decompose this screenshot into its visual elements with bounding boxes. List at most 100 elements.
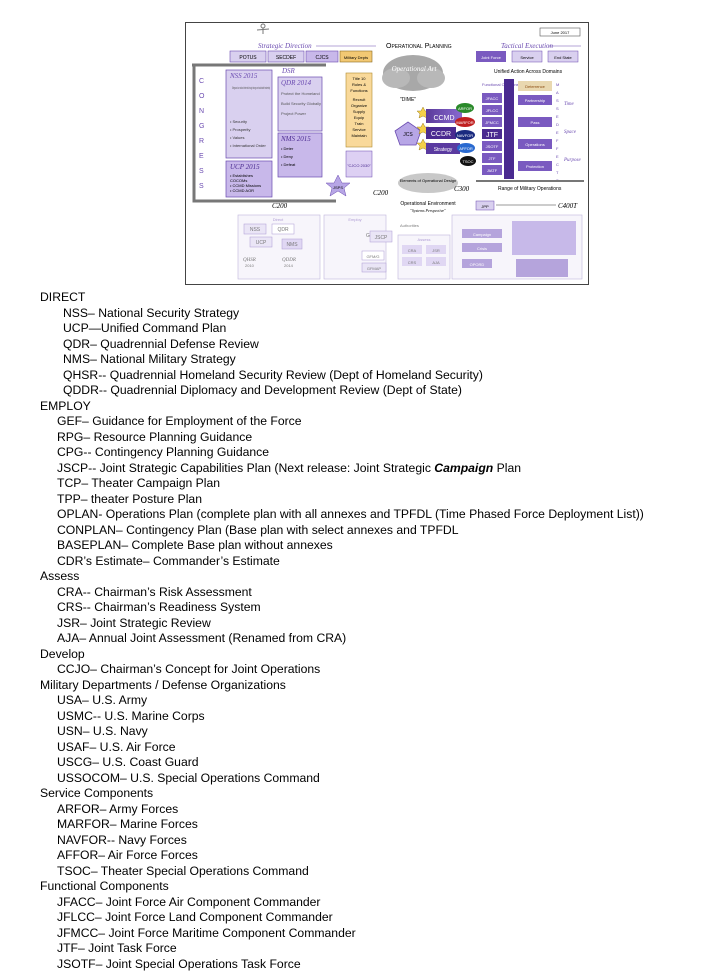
- glossary-entry: CRA-- Chairman’s Risk Assessment: [57, 584, 252, 599]
- qdr-line: Build Security Globally: [281, 101, 321, 106]
- op-environment-label: Operational Environment: [400, 201, 456, 207]
- tactical-box-joint-force: Joint Force: [481, 55, 502, 60]
- massed-effects-column: M A S S E D E F F E C T S: [556, 82, 559, 183]
- svg-text:QDDR: QDDR: [282, 258, 296, 263]
- ccdr-banner: [426, 127, 456, 139]
- svg-text:CRS: CRS: [408, 260, 417, 265]
- svg-text:Pass: Pass: [531, 120, 540, 125]
- glossary-entry: CDR’s Estimate– Commander’s Estimate: [57, 553, 280, 568]
- nss-desc: Safeguard our national interests through…: [232, 85, 270, 90]
- svg-text:JSOTF: JSOTF: [486, 144, 499, 149]
- svg-text:JSCP: JSCP: [375, 235, 388, 241]
- congress-column: C O N G R E S S: [199, 78, 205, 190]
- glossary-entry: USAF– U.S. Air Force: [57, 739, 176, 754]
- secdef-box: SECDEF: [276, 55, 296, 61]
- jsps-star-icon: JSPS: [325, 174, 351, 197]
- glossary-entry: QDR– Quadrennial Defense Review: [63, 336, 259, 351]
- glossary-entry: TPP– theater Posture Plan: [57, 491, 202, 506]
- svg-text:Campaign: Campaign: [473, 232, 491, 237]
- qdr-line: Protect the Homeland: [281, 91, 320, 96]
- navfor-badge: NAVFOR: [457, 133, 473, 138]
- cjco-label: "CJCO 2030": [347, 163, 371, 168]
- svg-text:M: M: [556, 82, 559, 87]
- strategic-direction-label: Strategic Direction: [258, 42, 312, 50]
- date-box: [539, 27, 581, 37]
- glossary-entry: NAVFOR-- Navy Forces: [57, 832, 187, 847]
- glossary-entry: BASEPLAN– Complete Base plan without ann…: [57, 538, 333, 552]
- glossary-entry: USCG– U.S. Coast Guard: [57, 755, 199, 769]
- glossary-entry: QDDR-- Quadrennial Diplomacy and Develop…: [63, 383, 462, 397]
- svg-text:Operations: Operations: [525, 142, 545, 147]
- top-leadership-boxes: POTUS SECDEF CJCS Military Depts: [229, 50, 373, 63]
- glossary-section-header: Develop: [40, 646, 85, 661]
- jsps-label: JSPS: [333, 185, 343, 190]
- svg-text:JSR: JSR: [432, 248, 440, 253]
- svg-text:NMS: NMS: [286, 242, 298, 248]
- nms-line: • Defeat: [281, 162, 296, 167]
- glossary-entry: ARFOR– Army Forces: [57, 801, 179, 816]
- glossary-section-header: DIRECT: [40, 290, 86, 304]
- glossary-entry-tail: Plan: [493, 460, 521, 475]
- tactical-box-end-state: End State: [554, 55, 572, 60]
- glossary-entry: JSR– Joint Strategic Review: [57, 615, 211, 630]
- svg-text:CRA: CRA: [408, 248, 417, 253]
- elements-op-design-cloud: [398, 173, 458, 193]
- svg-text:QDR: QDR: [277, 227, 289, 233]
- ucp-title: UCP 2015: [230, 163, 260, 171]
- svg-text:S: S: [556, 106, 559, 111]
- glossary-section-header: EMPLOY: [40, 398, 91, 413]
- nms-title: NMS 2015: [280, 135, 311, 143]
- glossary-entry: OPLAN- Operations Plan (complete plan wi…: [57, 507, 644, 521]
- svg-text:UCP: UCP: [256, 240, 267, 246]
- svg-text:F: F: [556, 138, 559, 143]
- svg-text:Recruit: Recruit: [353, 97, 367, 102]
- nss-bullet: • Security: [230, 119, 247, 124]
- operational-art-label: Operational Art: [392, 65, 438, 73]
- direct-label: Direct: [273, 217, 284, 222]
- svg-text:Deterrence: Deterrence: [525, 84, 546, 89]
- glossary-entry: JSOTF– Joint Special Operations Task For…: [57, 956, 301, 971]
- jpp-label: JPP: [481, 204, 489, 209]
- glossary-entry: USSOCOM– U.S. Special Operations Command: [57, 770, 320, 785]
- svg-text:S: S: [199, 183, 204, 190]
- glossary-entry: AJA– Annual Joint Assessment (Renamed fr…: [57, 631, 347, 645]
- glossary-entry: JFMCC– Joint Force Maritime Component Co…: [57, 925, 356, 940]
- dime-label: "DIME": [400, 97, 416, 103]
- glossary-entry: MARFOR– Marine Forces: [57, 817, 198, 831]
- functional-components: JFACC JFLCC JFMCC JTF JSOTF JTF JIATF: [482, 93, 502, 175]
- svg-text:NSS: NSS: [250, 227, 261, 233]
- svg-text:D: D: [556, 122, 559, 127]
- ccmd-banner: [426, 109, 462, 123]
- glossary-entry: USN– U.S. Navy: [57, 724, 148, 738]
- glossary-entry: JSCP-- Joint Strategic Capabilities Plan…: [40, 461, 644, 477]
- nss-title: NSS 2015: [229, 72, 258, 80]
- svg-text:Employ: Employ: [348, 217, 361, 222]
- svg-text:Title 10: Title 10: [353, 76, 367, 81]
- glossary-entry: AFFOR– Air Force Forces: [57, 848, 198, 862]
- nms-line: • Deter: [281, 146, 294, 151]
- soldier-icon: [256, 23, 270, 34]
- operational-planning-label: Operational Planning: [386, 43, 452, 50]
- tactical-execution-label: Tactical Execution: [501, 42, 554, 50]
- operational-planning-diagram: June 2017 Strategic Direction Operationa…: [185, 22, 589, 285]
- glossary-entry: TCP– Theater Campaign Plan: [57, 476, 221, 490]
- ccdr-label: CCDR: [431, 131, 451, 138]
- tactical-box-service: Service: [520, 55, 534, 60]
- joint-force-bar: [504, 79, 514, 179]
- svg-text:2010: 2010: [245, 263, 255, 268]
- strategy-label: Strategy: [434, 147, 453, 153]
- svg-text:2014: 2014: [284, 263, 294, 268]
- svg-text:JFACC: JFACC: [486, 96, 499, 101]
- qdr-line: Project Power: [281, 111, 307, 116]
- glossary-entry: RPG– Resource Planning Guidance: [57, 429, 253, 444]
- date-label: June 2017: [551, 30, 570, 35]
- functional-header: Functional Components: [482, 82, 524, 87]
- c200-label: C200: [272, 202, 288, 210]
- glossary-entry: USA– U.S. Army: [57, 693, 148, 707]
- svg-text:T: T: [556, 170, 559, 175]
- dsr-title: DSR: [281, 67, 296, 75]
- unified-action-label: Unified Action Across Domains: [494, 69, 563, 75]
- glossary-entry: UCP—Unified Command Plan: [63, 321, 227, 335]
- svg-text:Crisis: Crisis: [477, 246, 487, 251]
- svg-text:AJA: AJA: [432, 260, 440, 265]
